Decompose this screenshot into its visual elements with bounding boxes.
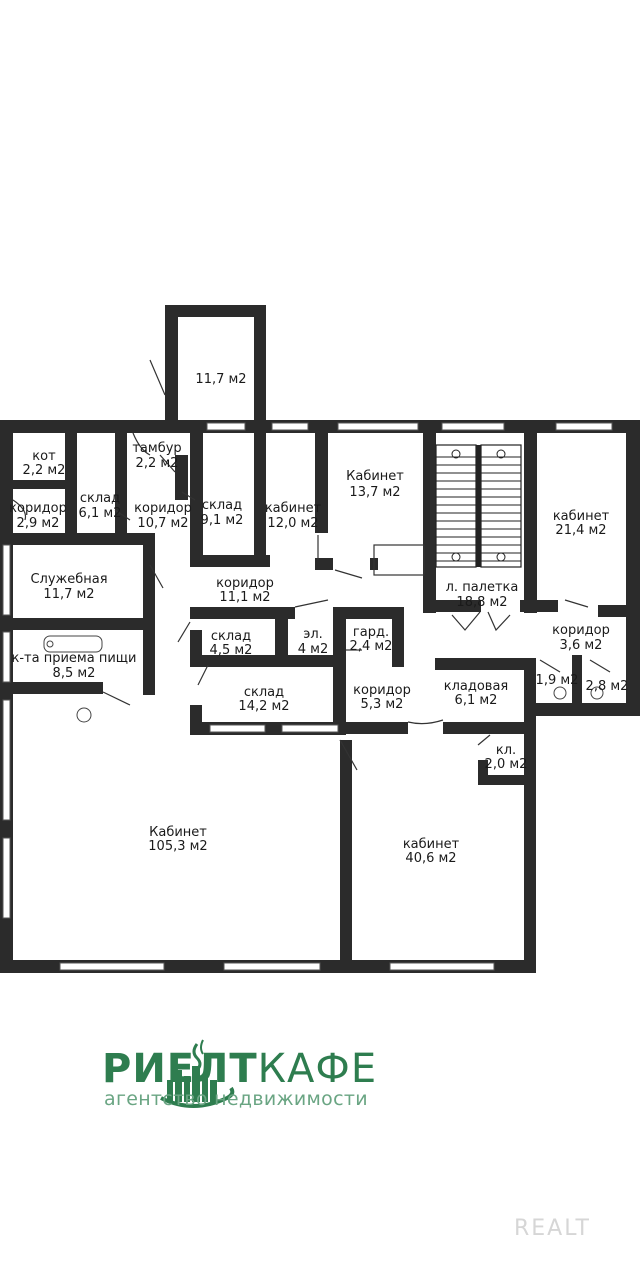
room-label-r-sklad1-area: 6,1 м2 [79,506,122,521]
drain-icon [76,707,92,723]
room-label-r-kl-name: кл. [496,743,516,758]
room-label-r-sklad2-area: 9,1 м2 [201,513,244,528]
room-label-r-sklad2-name: склад [202,498,242,513]
watermark: REALT [514,1216,591,1241]
room-label-r-tambur-area: 2,2 м2 [136,456,179,471]
room-label-r-kta-area: 8,5 м2 [53,666,96,681]
room-label-r-sklad1-name: склад [80,491,120,506]
city-cup-steam-icon [160,1039,235,1108]
room-label-r-korid5-area: 5,3 м2 [361,697,404,712]
room-labels: 11,7 м2 кот 2,2 м2 тамбур 2,2 м2 коридор… [9,372,628,866]
room-label-r-korid1-name: коридор [9,501,67,516]
room-label-r-sklad3-name: склад [211,629,251,644]
room-label-r-korid2-name: коридор [134,501,192,516]
room-label-r-klad-area: 6,1 м2 [455,693,498,708]
room-label-r-el-area: 4 м2 [298,642,328,657]
room-label-r-el-name: эл. [303,627,323,642]
room-label-r-wc1-area: 1,9 м2 [536,673,579,688]
room-label-r-sklad4-area: 14,2 м2 [238,699,289,714]
room-label-r-korid3-name: коридор [216,576,274,591]
room-label-r-kab1053-name: Кабинет [149,825,207,840]
room-label-r-lpal-area: 18,8 м2 [456,595,507,610]
floor-plan: 11,7 м2 кот 2,2 м2 тамбур 2,2 м2 коридор… [0,305,640,973]
room-label-r-gard-name: гард. [353,625,389,640]
brand-bold: РИЕЛТ [102,1046,258,1092]
room-label-r-kot-area: 2,2 м2 [23,463,66,478]
fixtures [43,635,604,723]
room-label-r-korid4-area: 3,6 м2 [560,638,603,653]
brand-name: РИЕЛТКАФЕ [102,1046,377,1092]
room-label-r-kab12-name: кабинет [265,501,322,516]
toilet-icon [553,686,567,700]
brand-tagline: агентство недвижимости [104,1088,368,1110]
room-label-r-kab214-name: кабинет [553,509,610,524]
room-label-r-tambur-name: тамбур [132,441,181,456]
brand-light: КАФЕ [257,1046,378,1092]
room-label-r-kab406-area: 40,6 м2 [405,851,456,866]
room-label-r-korid3-area: 11,1 м2 [219,590,270,605]
room-label-r-klad-name: кладовая [444,679,509,694]
room-label-r-sluzh-name: Служебная [30,572,107,587]
staircase [435,444,522,568]
room-label-r-kab406-name: кабинет [403,837,460,852]
sink-icon [43,635,103,653]
room-label-r-korid4-name: коридор [552,623,610,638]
room-label-r-korid2-area: 10,7 м2 [137,516,188,531]
doors [12,359,611,771]
room-label-r-kab137-name: Кабинет [346,469,404,484]
room-label-r-kot-name: кот [32,449,56,464]
room-label-r-korid1-area: 2,9 м2 [17,516,60,531]
room-label-r-sklad3-area: 4,5 м2 [210,643,253,658]
room-label-r-top-area: 11,7 м2 [195,372,246,387]
walls [0,305,640,973]
room-label-r-kl-area: 2,0 м2 [485,757,528,772]
room-label-r-wc2-area: 2,8 м2 [586,679,629,694]
room-label-r-kta-name: к-та приема пищи [12,651,137,666]
room-label-r-korid5-name: коридор [353,683,411,698]
windows [2,422,613,971]
room-label-r-kab1053-area: 105,3 м2 [148,839,207,854]
room-label-r-lpal-name: л. палетка [446,580,519,595]
room-label-r-kab137-area: 13,7 м2 [349,485,400,500]
room-label-r-sluzh-area: 11,7 м2 [43,587,94,602]
room-label-r-sklad4-name: склад [244,685,284,700]
toilet-icon [590,686,604,700]
room-label-r-kab214-area: 21,4 м2 [555,523,606,538]
room-label-r-kab12-area: 12,0 м2 [267,516,318,531]
room-label-r-gard-area: 2,4 м2 [350,639,393,654]
